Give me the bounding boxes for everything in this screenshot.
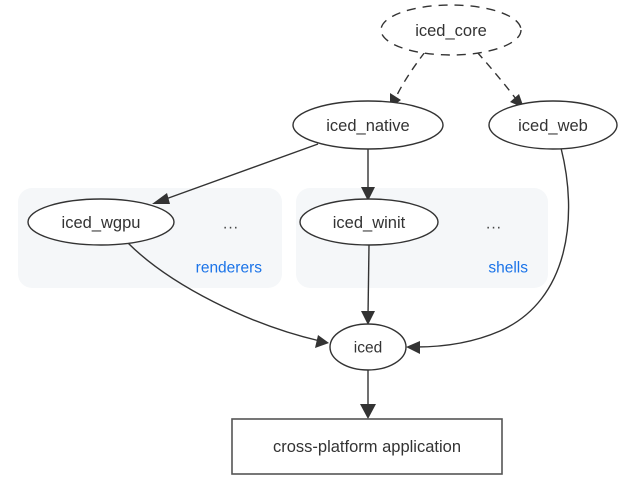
edge-iced-native-to-iced-winit-arrow xyxy=(361,187,375,201)
node-cross-platform-application-shape[interactable] xyxy=(231,418,503,475)
node-iced-winit[interactable]: iced_winit xyxy=(299,198,439,246)
node-iced-web-shape[interactable] xyxy=(488,100,618,150)
node-iced-wgpu-label: iced_wgpu xyxy=(62,214,141,232)
node-iced-core-label: iced_core xyxy=(415,22,487,40)
edge-iced-core-to-iced-native xyxy=(390,51,426,108)
node-iced-wgpu[interactable]: iced_wgpu xyxy=(27,198,175,246)
edge-iced-wgpu-to-iced xyxy=(127,242,329,348)
node-iced-label: iced xyxy=(354,340,382,357)
edge-iced-wgpu-to-iced-arrow xyxy=(315,335,329,348)
node-iced-wgpu-shape[interactable] xyxy=(27,198,175,246)
node-iced[interactable]: iced xyxy=(329,323,407,371)
cluster-shells-label: shells xyxy=(488,260,528,277)
node-iced-native-shape[interactable] xyxy=(292,100,444,150)
edge-iced-winit-to-iced-arrow xyxy=(361,311,375,325)
node-iced-winit-shape[interactable] xyxy=(299,198,439,246)
edge-iced-web-to-iced-arrow xyxy=(406,341,420,354)
renderers-more-ellipsis: ... xyxy=(223,216,239,233)
node-iced-web[interactable]: iced_web xyxy=(488,100,618,150)
edge-iced-native-to-iced-wgpu-line xyxy=(162,143,319,201)
edge-iced-web-to-iced-line xyxy=(415,147,570,348)
edge-iced-native-to-iced-wgpu xyxy=(152,143,319,204)
node-iced-native[interactable]: iced_native xyxy=(292,100,444,150)
edge-iced-winit-to-iced xyxy=(361,244,375,325)
edge-iced-native-to-iced-winit xyxy=(361,149,375,201)
cluster-renderers-label: renderers xyxy=(196,260,263,277)
node-iced-core-shape[interactable] xyxy=(380,4,522,56)
edge-iced-native-to-iced-wgpu-arrow xyxy=(152,193,170,204)
edge-iced-web-to-iced xyxy=(406,147,570,354)
edge-iced-winit-to-iced-line xyxy=(367,244,370,317)
node-iced-native-label: iced_native xyxy=(326,117,409,135)
edge-iced-to-app xyxy=(360,370,376,419)
node-iced-web-label: iced_web xyxy=(518,117,588,135)
node-cross-platform-application[interactable]: cross-platform application xyxy=(231,418,503,475)
edge-iced-wgpu-to-iced-line xyxy=(127,242,321,342)
shells-more-ellipsis: ... xyxy=(486,216,502,233)
edge-iced-core-to-iced-native-line xyxy=(394,51,426,100)
node-iced-core[interactable]: iced_core xyxy=(380,4,522,56)
node-iced-winit-label: iced_winit xyxy=(333,214,406,232)
edge-iced-core-to-iced-web-line xyxy=(476,51,517,100)
node-iced-shape[interactable] xyxy=(329,323,407,371)
edge-iced-core-to-iced-web xyxy=(476,51,524,108)
edge-iced-to-app-arrow xyxy=(360,404,376,419)
node-cross-platform-application-label: cross-platform application xyxy=(273,438,461,456)
